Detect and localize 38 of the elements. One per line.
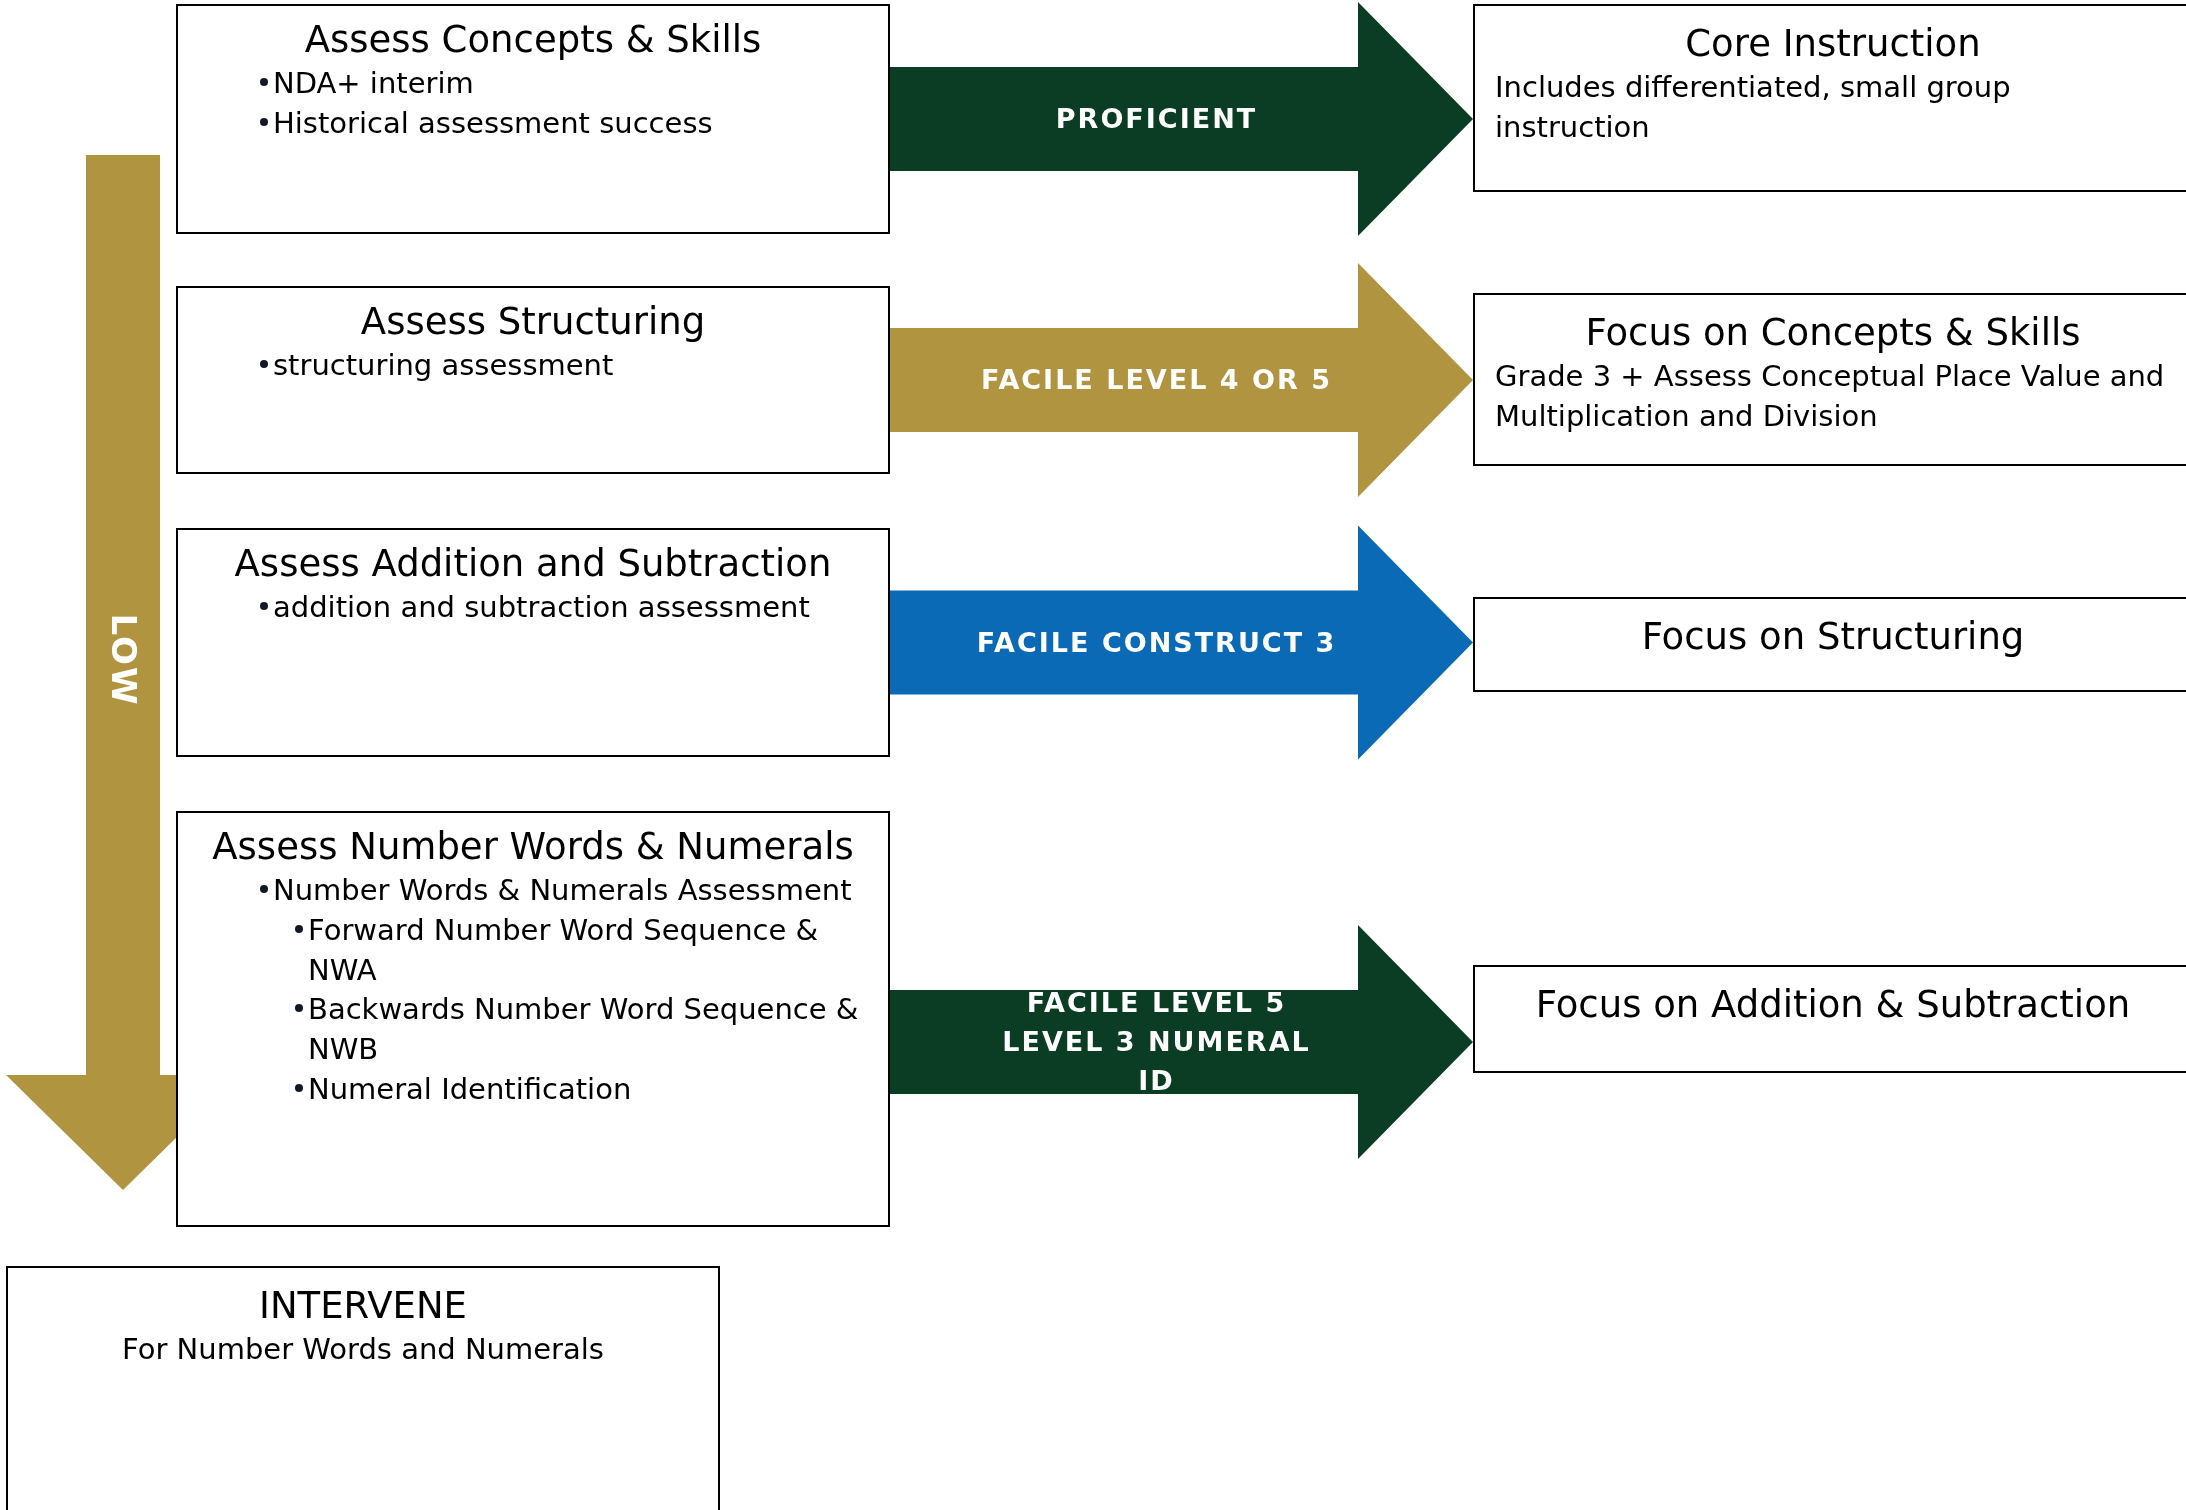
box-title: INTERVENE <box>258 1283 468 1329</box>
box-body-text: Includes differentiated, small group instruction <box>1494 69 2012 146</box>
block-arrow <box>890 263 1473 497</box>
edge-label: PROFICIENT <box>1054 102 1259 137</box>
edge-label: FACILE LEVEL 4 OR 5 <box>980 363 1333 398</box>
process-box <box>176 286 890 474</box>
process-box <box>176 528 890 757</box>
arrow-label: LOW <box>102 613 145 707</box>
box-title: Focus on Addition & Subtraction <box>1534 982 2132 1028</box>
box-title: Assess Concepts & Skills <box>303 17 763 63</box>
bullet-text: addition and subtraction assessment <box>273 589 810 627</box>
process-box <box>6 1266 720 1510</box>
box-body-text: Grade 3 + Assess Conceptual Place Value and Multiplication and Division <box>1494 358 2166 435</box>
block-arrow <box>890 925 1473 1159</box>
bullet-text: Backwards Number Word Sequence & NWB <box>308 991 860 1068</box>
process-box <box>1473 597 2186 692</box>
process-box <box>176 811 890 1227</box>
edge-label: FACILE LEVEL 5 LEVEL 3 NUMERAL ID <box>1001 986 1312 1099</box>
bullet-text: Number Words & Numerals Assessment <box>273 872 852 910</box>
block-arrow <box>890 525 1473 760</box>
process-box <box>1473 965 2186 1073</box>
bullet-text: Forward Number Word Sequence & NWA <box>308 911 820 989</box>
box-title: Core Instruction <box>1684 21 1982 67</box>
box-title: Assess Addition and Subtraction <box>233 541 833 587</box>
box-body-text: For Number Words and Numerals <box>121 1331 605 1369</box>
block-arrow <box>890 2 1473 236</box>
box-title: Focus on Concepts & Skills <box>1584 310 2082 356</box>
bullet-text: NDA+ interim <box>273 65 474 103</box>
bullet-text: Numeral Identification <box>308 1070 632 1108</box>
process-box <box>1473 293 2186 466</box>
process-box <box>1473 4 2186 192</box>
box-title: Assess Structuring <box>359 299 707 345</box>
bullet-text: Historical assessment success <box>273 104 713 142</box>
box-title: Focus on Structuring <box>1640 614 2026 660</box>
process-box <box>176 4 890 234</box>
bullet-text: structuring assessment <box>273 347 614 385</box>
box-title: Assess Number Words & Numerals <box>211 824 855 870</box>
edge-label: FACILE CONSTRUCT 3 <box>975 625 1338 660</box>
